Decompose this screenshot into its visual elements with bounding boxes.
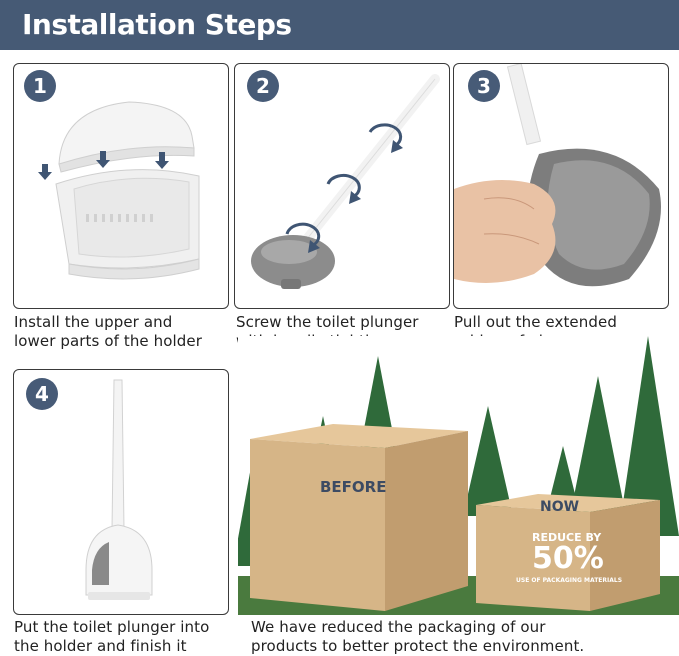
down-arrow-icon <box>96 151 110 168</box>
packaging-caption: We have reduced the packaging of our pro… <box>251 618 585 655</box>
step-number-badge: 2 <box>247 70 279 102</box>
plunger-assembly-illustration <box>251 74 440 289</box>
plunger-in-holder-illustration <box>85 379 153 600</box>
down-arrow-icon <box>38 164 52 180</box>
step-number-badge: 3 <box>468 70 500 102</box>
reduce-label: REDUCE BY <box>532 531 602 544</box>
percent-label: 50% <box>532 541 604 576</box>
step-4-caption: Put the toilet plunger into the holder a… <box>14 618 210 655</box>
packaging-scene: BEFORE NOW REDUCE BY 50% USE OF PACKAGIN… <box>238 336 679 615</box>
before-label: BEFORE <box>320 478 387 496</box>
rubber-pull-illustration <box>454 64 661 287</box>
step-2-card: 2 <box>234 63 450 309</box>
step-1-caption: Install the upper and lower parts of the… <box>14 313 203 350</box>
down-arrow-icon <box>155 152 169 169</box>
step-1-card: 1 <box>13 63 229 309</box>
forest-boxes-illustration <box>238 336 679 615</box>
step-4-card: 4 <box>13 369 229 615</box>
now-label: NOW <box>540 499 580 515</box>
step-number-badge: 1 <box>24 70 56 102</box>
header-banner: Installation Steps <box>0 0 679 50</box>
holder-parts-illustration <box>38 101 200 280</box>
step-3-card: 3 <box>453 63 669 309</box>
packaging-sub-label: USE OF PACKAGING MATERIALS <box>516 577 623 584</box>
step-number-badge: 4 <box>26 378 58 410</box>
page-title: Installation Steps <box>22 8 292 41</box>
